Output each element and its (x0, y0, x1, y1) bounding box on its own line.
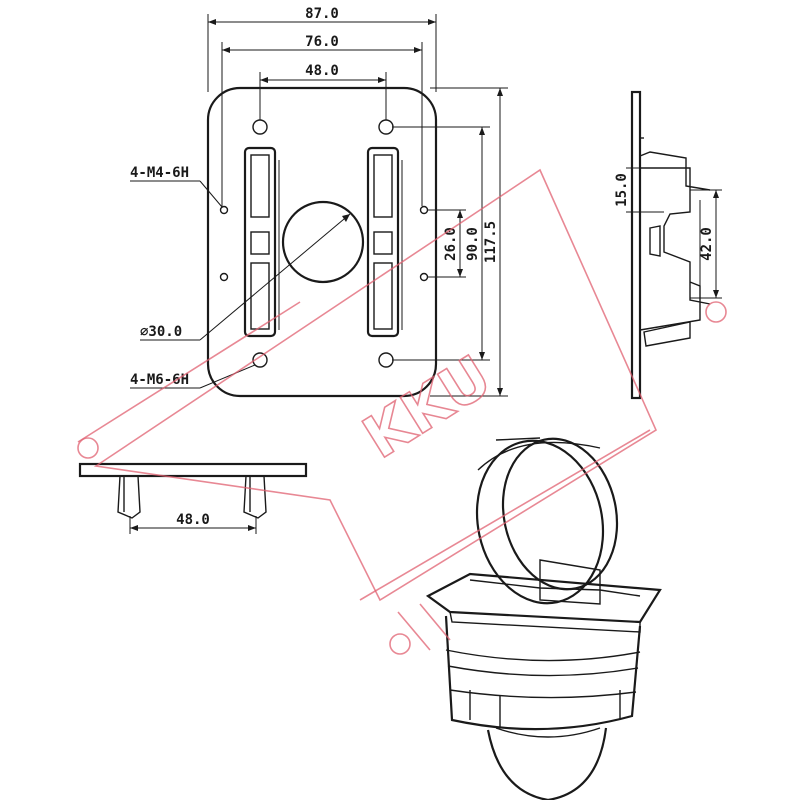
dim-15-label: 15.0 (614, 173, 630, 207)
hole-bottom-left (252, 352, 268, 368)
m4-hole-right-lower (419, 272, 429, 282)
dim-48-bottom-label: 48.0 (176, 512, 210, 528)
camera-assembly (425, 437, 662, 800)
dim-48-top: 48.0 (259, 63, 387, 120)
dim-26: 26.0 (428, 209, 466, 278)
callout-m4: 4-M4-6H (130, 165, 223, 208)
front-view: 87.0 76.0 48.0 117.5 (130, 6, 508, 398)
callout-m6-label: 4-M6-6H (130, 372, 189, 388)
dim-117: 117.5 (430, 87, 508, 397)
dim-87: 87.0 (207, 6, 437, 92)
dim-42-label: 42.0 (699, 227, 715, 261)
dim-76: 76.0 (221, 34, 423, 206)
center-hole (281, 200, 365, 284)
dim-48-top-label: 48.0 (305, 63, 339, 79)
hole-top-left (252, 119, 268, 135)
dim-87-label: 87.0 (305, 6, 339, 22)
m4-hole-left-upper (219, 205, 229, 215)
callout-m4-label: 4-M4-6H (130, 165, 189, 181)
plate-outline (206, 86, 438, 398)
dim-48-bottom: 48.0 (129, 512, 257, 534)
bottom-view: 48.0 (78, 462, 308, 534)
dim-90: 90.0 (392, 126, 490, 361)
slot-left (243, 146, 280, 338)
dim-42: 42.0 (690, 189, 722, 299)
watermark-text: KKU (351, 342, 502, 472)
callout-diameter-label: ⌀30.0 (140, 324, 182, 340)
callout-m6: 4-M6-6H (130, 364, 256, 389)
side-view: 15.0 42.0 (614, 90, 722, 400)
dim-117-label: 117.5 (483, 221, 499, 263)
m4-hole-left-lower (219, 272, 229, 282)
hole-bottom-right (378, 352, 394, 368)
m4-hole-right-upper (419, 205, 429, 215)
slot-right (366, 146, 403, 338)
callout-diameter: ⌀30.0 (140, 213, 351, 341)
hole-top-right (378, 119, 394, 135)
dim-26-label: 26.0 (443, 227, 459, 261)
dim-76-label: 76.0 (305, 34, 339, 50)
dim-90-label: 90.0 (465, 227, 481, 261)
dim-15: 15.0 (614, 167, 664, 213)
